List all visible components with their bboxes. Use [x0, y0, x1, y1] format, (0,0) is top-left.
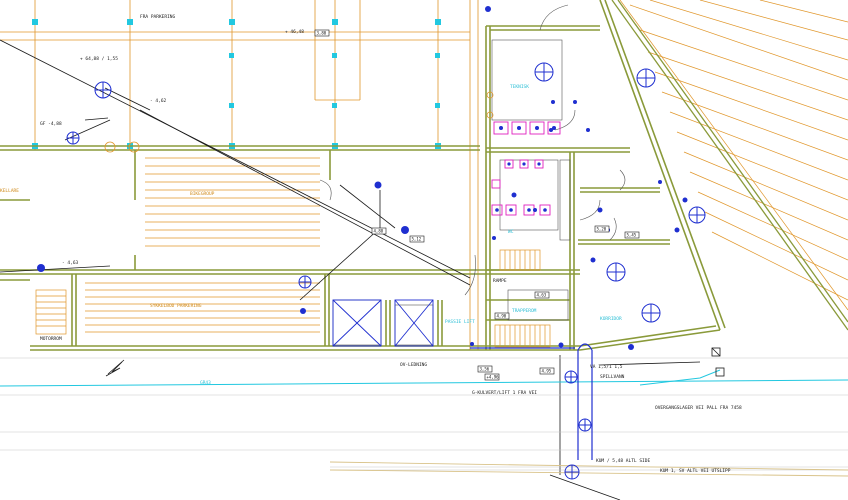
level-tag-box: [539, 367, 555, 375]
annotation-level-c: - 4,63: [62, 260, 79, 266]
grid-markers: [32, 19, 441, 149]
level-tag-text: +4,96: [487, 375, 500, 380]
level-tag-box: [534, 291, 550, 299]
annotation-manhole: KUM / 5,48 ALTL SIDE: [596, 458, 650, 464]
room-label-toilets: WC: [508, 229, 514, 235]
level-tag-box: [409, 235, 425, 243]
pipe-lines: [0, 39, 701, 500]
sanitary-fixtures: [491, 121, 561, 216]
floor-drains: [104, 91, 494, 153]
annotation-ramp: RAMPE: [493, 278, 507, 284]
annotation-exit: OVERGANGSLAGER VEI PALL FRA 7458: [655, 405, 742, 411]
annotation-spillvann: SPILLVANN: [600, 374, 625, 380]
cyan-outlet: [639, 369, 721, 386]
room-label-passage-lift: PASSIE LIFT: [445, 319, 475, 325]
room-label-bike-storage: SYKKELBOD PARKERING: [150, 303, 202, 309]
level-tag-box: [371, 227, 387, 235]
room-label-cellar: KELLARE: [0, 188, 19, 194]
level-tag-box: [594, 225, 610, 233]
annotation-parking: FRA PARKERING: [140, 14, 176, 20]
corner-marker: [711, 347, 725, 377]
level-tags: 4,88 5,12 4,63 4,90 3,56 +4,96 4,95 5,20 5,45 3,8…: [314, 29, 640, 381]
level-tag-text: 5,20: [597, 227, 607, 232]
annotation-cyan-line: GR43: [200, 380, 211, 386]
annotation-pipe: VA 1,5/1 1,5: [590, 364, 623, 370]
annotation-ground-level: + 46,48: [285, 29, 304, 35]
road-lines: [0, 357, 848, 471]
level-tag-box: [484, 373, 500, 381]
annotation-level-b: - 4,62: [150, 98, 167, 104]
room-label-storage: BIKEGROUP: [190, 191, 215, 197]
level-tag-text: 5,12: [412, 237, 422, 242]
annotation-gf-level: GF -4,88: [40, 121, 62, 127]
level-tag-box: [494, 312, 510, 320]
sanitary-blue: [495, 126, 556, 212]
manholes: [66, 62, 706, 480]
storage-hatch: [145, 157, 320, 247]
annotation-lower-right: KUM 1, SV ALTL VEI UTSLIPP: [660, 468, 731, 474]
stairs-left: [35, 289, 67, 335]
level-tag-text: 3,56: [480, 367, 490, 372]
room-label-stairs: MOTORROM: [40, 336, 62, 342]
lift-shafts: [332, 299, 434, 347]
annotation-drain: OV-LEDNING: [400, 362, 427, 368]
roof-hatch: [619, 0, 848, 311]
level-tag-text: 4,90: [497, 314, 507, 319]
gullies: [37, 6, 688, 350]
level-tag-box: [624, 231, 640, 239]
level-tag-text: 4,88: [374, 229, 384, 234]
blue-pipe: [470, 343, 593, 460]
level-tag-text: 4,95: [542, 369, 552, 374]
level-tag-text: 3,80: [317, 31, 327, 36]
construction-lines: [0, 0, 479, 350]
walls: [0, 0, 726, 351]
annotation-culvert: G-KULVERT/LIFT 1 FRA VEI: [472, 390, 537, 396]
roof-edge: [611, 0, 848, 331]
room-label-stair-room: TRAPPEROM: [512, 308, 537, 314]
north-arrow: [105, 359, 125, 377]
cyan-boundary-line: [0, 379, 848, 387]
room-label-technical: TEKNISK: [510, 84, 529, 90]
stairs-middle: [494, 249, 551, 348]
level-tag-text: 4,63: [537, 293, 547, 298]
level-tag-box: [477, 365, 493, 373]
room-label-corridor: KORRIDOR: [600, 316, 622, 322]
road-lines-beige: [329, 461, 848, 477]
interior-fixtures: [319, 4, 626, 346]
annotation-level-a: + 64,88 / 1,55: [80, 56, 118, 62]
level-tag-box: [314, 29, 330, 37]
level-tag-text: 5,45: [627, 233, 637, 238]
bike-storage-hatch: [85, 282, 320, 333]
